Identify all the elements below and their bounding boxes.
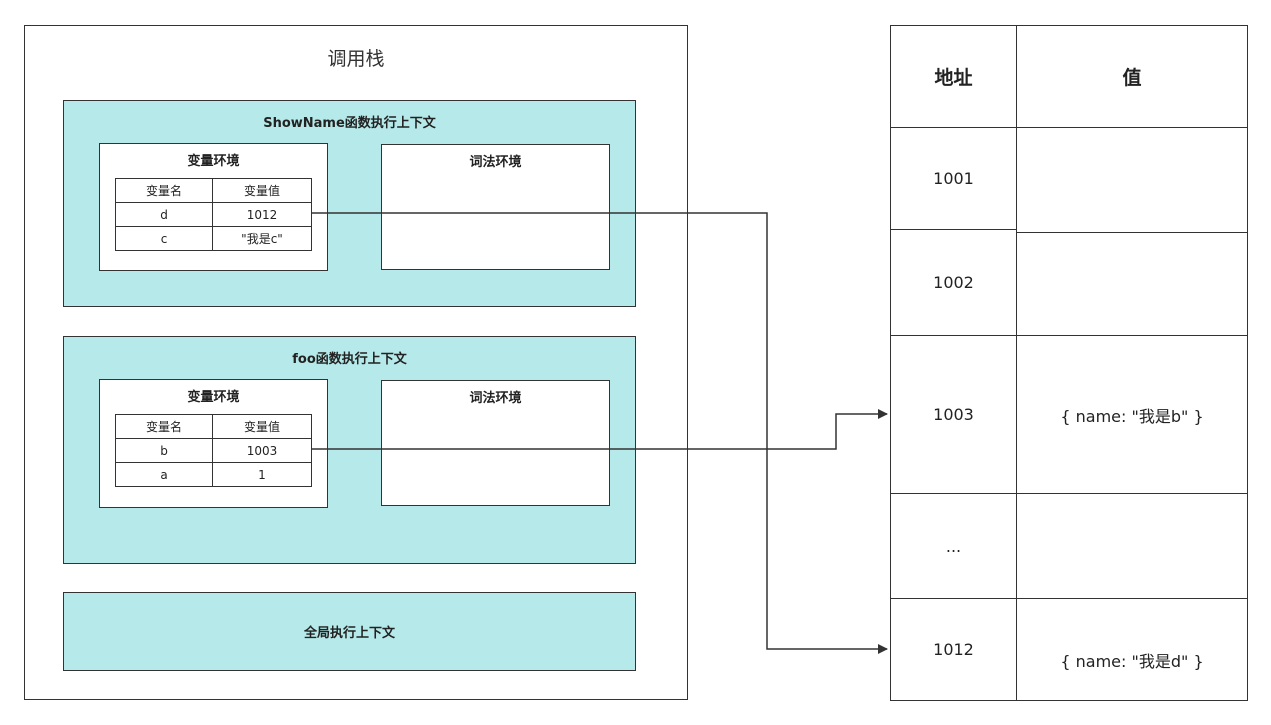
variable-env-title: 变量环境: [187, 154, 240, 169]
foo-lexical-environment: 词法环境: [381, 380, 610, 506]
context-title: 全局执行上下文: [303, 626, 395, 641]
heap-value-cell: { name: "我是b" }: [1016, 335, 1248, 494]
variable-value: 1012: [212, 202, 312, 227]
column-header: 变量值: [212, 414, 312, 439]
foo-variable-environment: 变量环境 变量名 变量值 b 1003 a 1: [99, 379, 328, 508]
pointer-d-to-1012-arrow: [311, 212, 888, 654]
table-row: b 1003: [115, 438, 312, 463]
lexical-env-title: 词法环境: [469, 391, 522, 406]
table-row: d 1012: [115, 202, 312, 227]
showname-variable-table: 变量名 变量值 d 1012 c "我是c": [115, 178, 312, 251]
variable-name: c: [115, 226, 213, 251]
table-row: a 1: [115, 462, 312, 487]
pointer-b-to-1003-arrow: [311, 409, 888, 450]
showname-variable-environment: 变量环境 变量名 变量值 d 1012 c "我是c": [99, 143, 328, 271]
lexical-env-title: 词法环境: [469, 155, 522, 170]
variable-name: a: [115, 462, 213, 487]
heap-value-cell: [1016, 232, 1248, 336]
heap-value-cell: [1016, 493, 1248, 599]
foo-variable-table: 变量名 变量值 b 1003 a 1: [115, 414, 312, 487]
table-header-row: 变量名 变量值: [115, 178, 312, 203]
variable-value: 1003: [212, 438, 312, 463]
table-row: c "我是c": [115, 226, 312, 251]
heap-address-cell: 1012: [890, 598, 1017, 701]
column-header: 变量名: [115, 178, 213, 203]
variable-value: "我是c": [212, 226, 312, 251]
variable-value: 1: [212, 462, 312, 487]
heap-address-cell: 1002: [890, 229, 1017, 336]
global-execution-context: 全局执行上下文: [63, 592, 636, 671]
column-header: 变量值: [212, 178, 312, 203]
heap-value-cell: { name: "我是d" }: [1016, 598, 1248, 701]
context-title: ShowName函数执行上下文: [263, 116, 436, 131]
heap-value-cell: [1016, 127, 1248, 233]
variable-env-title: 变量环境: [187, 390, 240, 405]
address-column-header: 地址: [890, 25, 1017, 128]
call-stack-title: 调用栈: [327, 48, 385, 70]
context-title: foo函数执行上下文: [292, 352, 407, 367]
showname-lexical-environment: 词法环境: [381, 144, 610, 270]
